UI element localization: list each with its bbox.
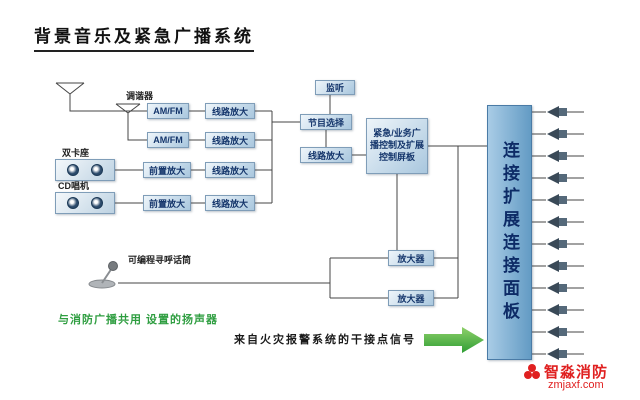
speaker-icon	[546, 193, 588, 207]
dual-cassette-deck	[55, 159, 115, 181]
speaker-icon	[546, 149, 588, 163]
block-monitor: 监听	[315, 80, 355, 95]
speaker-icon	[546, 127, 588, 141]
block-emergency-control: 紧急/业务广播控制及扩展控制屏板	[366, 118, 428, 174]
block-program-select: 节目选择	[300, 114, 352, 130]
watermark-url: zmjaxf.com	[548, 379, 604, 391]
note-fire-shared-speakers: 与消防广播共用 设置的扬声器	[58, 314, 219, 326]
cd-player-device	[55, 192, 115, 214]
block-power-amp-2: 放大器	[388, 290, 434, 306]
block-power-amp-1: 放大器	[388, 250, 434, 266]
speaker-icon	[546, 259, 588, 273]
speaker-icon	[546, 325, 588, 339]
speaker-icon	[546, 215, 588, 229]
block-amfm-tuner-2: AM/FM	[147, 132, 189, 148]
label-paging-mic: 可编程寻呼话筒	[128, 255, 192, 265]
speaker-icon	[546, 281, 588, 295]
speaker-icon	[546, 303, 588, 317]
label-tuner: 调谐器	[126, 91, 154, 101]
cassette-reel-icon	[90, 164, 103, 176]
block-line-amp-main: 线路放大	[300, 147, 352, 163]
label-dual-cassette: 双卡座	[62, 148, 90, 158]
block-line-amp-2: 线路放大	[205, 132, 255, 148]
expansion-connection-panel: 连接扩展连接面板	[487, 105, 532, 360]
label-cd-player: CD唱机	[58, 181, 89, 191]
antenna-icon	[55, 82, 147, 112]
label-fire-alarm-signal: 来自火灾报警系统的干接点信号	[234, 334, 416, 346]
page-title: 背景音乐及紧急广播系统	[34, 22, 254, 52]
block-line-amp-1: 线路放大	[205, 103, 255, 119]
antenna-icon	[115, 103, 147, 141]
fire-signal-arrow-icon	[424, 327, 484, 353]
speaker-icon	[546, 105, 588, 119]
speaker-icon	[546, 171, 588, 185]
block-amfm-tuner-1: AM/FM	[147, 103, 189, 119]
watermark-brand: 智淼消防	[544, 364, 609, 381]
block-line-amp-3: 线路放大	[205, 162, 255, 178]
cassette-reel-icon	[67, 164, 80, 176]
speaker-icon	[546, 237, 588, 251]
block-preamp-1: 前置放大	[143, 162, 191, 178]
paging-mic-icon	[88, 261, 118, 289]
speaker-icon	[546, 347, 588, 361]
brand-logo-icon	[524, 364, 540, 379]
block-line-amp-4: 线路放大	[205, 195, 255, 211]
block-preamp-2: 前置放大	[143, 195, 191, 211]
cd-disc-icon	[90, 197, 103, 209]
cd-disc-icon	[67, 197, 80, 209]
